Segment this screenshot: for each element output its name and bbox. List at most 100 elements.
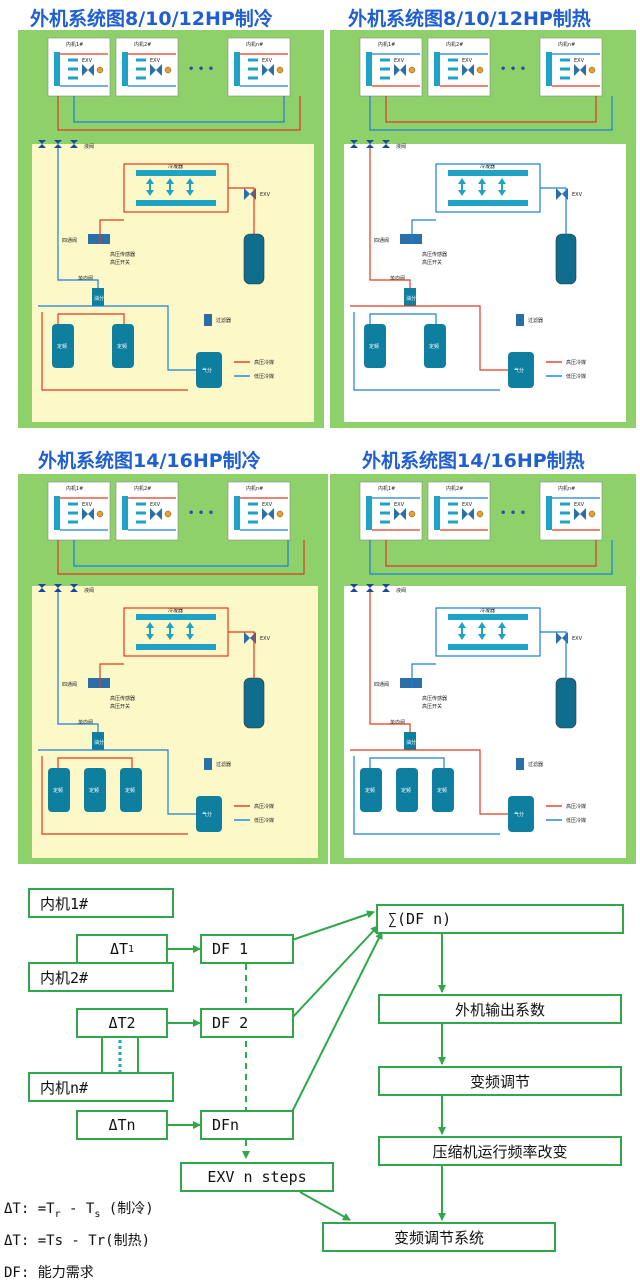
four-way-label: 四通阀 bbox=[62, 681, 77, 688]
compressor-label: 定频 bbox=[437, 787, 447, 794]
indoor-n-box: 内机n# bbox=[28, 1072, 174, 1102]
gas-main-pipe bbox=[73, 540, 289, 567]
indoor-unit-label: 内机2# bbox=[446, 485, 463, 492]
indoor-coil bbox=[366, 496, 372, 530]
oil-separator-label: 油分 bbox=[94, 295, 104, 302]
compressor-label: 定频 bbox=[53, 787, 63, 794]
return-pipe bbox=[353, 312, 500, 391]
hp-sensor-label: 高压传感器 bbox=[110, 695, 135, 702]
exv-label: EXV bbox=[262, 502, 273, 508]
exv-valve-icon bbox=[150, 508, 162, 520]
fan-airflow-icon bbox=[498, 178, 506, 196]
filter-label: 过滤器 bbox=[528, 761, 543, 768]
sensor-icon bbox=[408, 510, 416, 518]
inverter-adjust-box: 变频调节 bbox=[378, 1066, 622, 1096]
indoor-unit-label: 内机2# bbox=[446, 41, 463, 48]
indoor-unit-label: 内机1# bbox=[378, 41, 395, 48]
compressor-label: 定频 bbox=[429, 343, 439, 350]
output-coefficient-box: 外机输出系数 bbox=[378, 994, 622, 1024]
suction-pipe bbox=[369, 148, 411, 288]
legend-cool-c: (制冷) bbox=[100, 1201, 154, 1217]
discharge-pipe bbox=[369, 757, 445, 768]
hp-sensor-label: 高压传感器 bbox=[422, 695, 447, 702]
filter bbox=[204, 314, 212, 326]
suction-pipe bbox=[57, 148, 99, 288]
exv-label: EXV bbox=[150, 502, 161, 508]
stop-valve-icon bbox=[366, 140, 374, 148]
discharge-pipe bbox=[57, 757, 133, 768]
compressor-1 bbox=[364, 324, 386, 368]
legend-cool-b: - T bbox=[60, 1201, 95, 1217]
oil-separator bbox=[404, 732, 416, 750]
legend-cooling: ΔT: =Tr - Ts (制冷) bbox=[4, 1198, 154, 1220]
exv-label: EXV bbox=[262, 58, 273, 64]
stop-valve-icon bbox=[70, 584, 78, 592]
sensor-icon bbox=[476, 510, 484, 518]
sensor-icon bbox=[96, 510, 104, 518]
indoor-coil bbox=[366, 52, 372, 86]
low-side-pipe bbox=[38, 305, 196, 371]
panel-4-canvas bbox=[344, 586, 626, 858]
delta-t1-sub: 1 bbox=[128, 943, 135, 955]
filter bbox=[516, 758, 524, 770]
filter-label: 过滤器 bbox=[528, 317, 543, 324]
liquid-main-pipe bbox=[369, 96, 613, 131]
exv-steps-box: EXV n steps bbox=[180, 1162, 334, 1192]
sensor-icon bbox=[164, 510, 172, 518]
return-pipe bbox=[41, 312, 188, 391]
indoor-unit-label: 内机n# bbox=[246, 41, 263, 48]
indoor-ellipsis: • • • bbox=[188, 64, 214, 75]
discharge-pipe bbox=[369, 313, 437, 324]
legend-cool-a: ΔT: =T bbox=[4, 1201, 55, 1217]
outdoor-exv-label: EXV bbox=[260, 636, 271, 642]
heat-exchanger-label: 冷凝器 bbox=[168, 163, 183, 170]
indoor-2-box: 内机2# bbox=[28, 962, 174, 992]
stop-valve-icon bbox=[382, 584, 390, 592]
delta-t1-label: ΔT bbox=[109, 940, 129, 958]
stop-valve-icon bbox=[38, 140, 46, 148]
accumulator-label: 气分 bbox=[202, 367, 212, 374]
heat-exchanger-bottom bbox=[448, 644, 528, 650]
compressor-2 bbox=[84, 768, 106, 812]
accumulator bbox=[196, 796, 222, 832]
low-side-pipe bbox=[350, 305, 508, 371]
exv-label: EXV bbox=[574, 502, 585, 508]
legend-high-label: 高压冷媒 bbox=[566, 803, 586, 810]
exv-label: EXV bbox=[574, 58, 585, 64]
gas-main-pipe bbox=[73, 96, 285, 123]
stop-valve-label: 液阀 bbox=[396, 143, 406, 150]
oil-separator-label: 油分 bbox=[94, 739, 104, 746]
check-valve-label: 单向阀 bbox=[390, 275, 405, 282]
oil-separator bbox=[92, 732, 104, 750]
four-way-valve bbox=[88, 678, 110, 688]
fan-airflow-icon bbox=[146, 178, 154, 196]
sensor-icon bbox=[588, 66, 596, 74]
fan-airflow-icon bbox=[186, 622, 194, 640]
hp-switch-label: 高压开关 bbox=[110, 703, 130, 710]
stop-valve-label: 液阀 bbox=[84, 143, 94, 150]
fan-airflow-icon bbox=[146, 622, 154, 640]
heat-exchanger-label: 冷凝器 bbox=[480, 607, 495, 614]
indoor-coil bbox=[434, 52, 440, 86]
arrow-df2-sum bbox=[291, 925, 379, 1019]
indoor-coil bbox=[546, 52, 552, 86]
legend-high-label: 高压冷媒 bbox=[254, 359, 274, 366]
indoor-coil bbox=[546, 496, 552, 530]
arrow-df1-sum bbox=[291, 910, 375, 941]
exv-valve-icon bbox=[574, 508, 586, 520]
arrow-exv-final bbox=[299, 1191, 351, 1221]
four-way-label: 四通阀 bbox=[374, 681, 389, 688]
indoor-coil bbox=[434, 496, 440, 530]
delta-t2-box: ΔT2 bbox=[76, 1008, 168, 1038]
indoor-coil bbox=[234, 52, 240, 86]
oil-separator-label: 油分 bbox=[406, 295, 416, 302]
compressor-2 bbox=[112, 324, 134, 368]
indoor-coil bbox=[54, 52, 60, 86]
compressor-1 bbox=[360, 768, 382, 812]
